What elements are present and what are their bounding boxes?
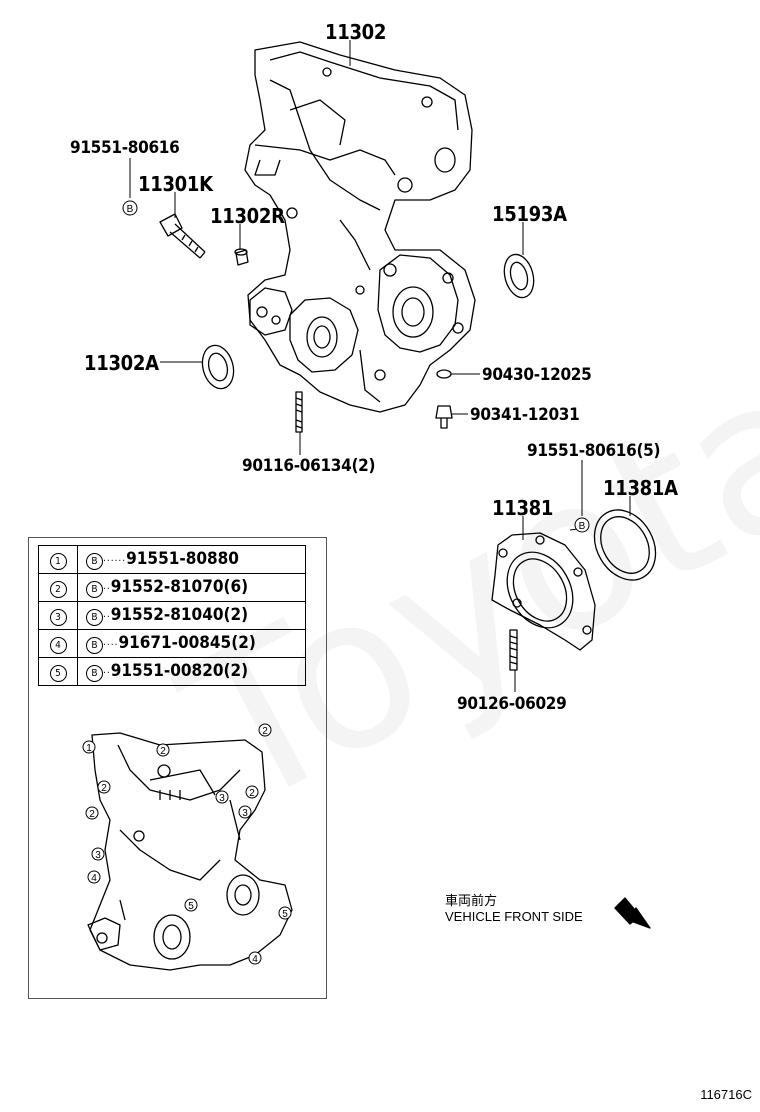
legend-num: 2 [49, 581, 67, 598]
direction-label-jp: 車両前方 [445, 893, 498, 908]
retainer-11381-drawing [491, 532, 596, 651]
callout-3b: 3 [242, 808, 248, 819]
legend-row: 5 B··91551-00820(2) [38, 657, 306, 686]
label-11302r[interactable]: 11302R [210, 204, 285, 228]
legend-part[interactable]: 91671-00845(2) [118, 633, 256, 653]
callout-2c: 2 [101, 783, 107, 794]
oil-seal-15193a-drawing [503, 253, 535, 299]
callout-2a: 2 [160, 746, 166, 757]
callout-1: 1 [86, 743, 92, 754]
drain-plug-drawing [435, 405, 453, 429]
legend-num: 3 [49, 609, 67, 626]
plug-11302r-drawing [235, 249, 249, 266]
callout-3a: 3 [219, 793, 225, 804]
legend-part[interactable]: 91552-81070(6) [110, 577, 249, 597]
rear-seal-11381a-drawing [593, 509, 657, 581]
bolt-11301k-drawing [159, 213, 183, 237]
legend-part[interactable]: 91551-80880 [126, 549, 239, 569]
callout-2b: 2 [262, 726, 268, 737]
legend-row: 3 B··91552-81040(2) [38, 601, 306, 630]
stud-front-drawing [295, 391, 303, 433]
oil-seal-11302a-drawing [201, 344, 235, 390]
label-90116-06134[interactable]: 90116-06134(2) [242, 456, 376, 476]
label-11381[interactable]: 11381 [492, 496, 554, 520]
timing-cover-drawing [244, 41, 476, 413]
label-91551-80616-5[interactable]: 91551-80616(5) [527, 441, 661, 461]
inset-frame [28, 537, 327, 999]
direction-label-en: VEHICLE FRONT SIDE [445, 909, 583, 924]
callout-5a: 5 [188, 901, 194, 912]
bolt-symbol-retainer: B [579, 521, 586, 532]
legend-part[interactable]: 91551-00820(2) [110, 661, 249, 681]
legend-num: 1 [49, 553, 67, 570]
gasket-drawing [436, 369, 452, 379]
callout-4a: 4 [91, 873, 97, 884]
legend-sym: B [86, 553, 103, 570]
label-11301k[interactable]: 11301K [138, 172, 213, 196]
legend-row: 1 B······91551-80880 [38, 545, 306, 574]
callout-2e: 2 [249, 788, 255, 799]
inset-cover-drawing [89, 732, 293, 971]
legend-sym: B [86, 581, 103, 598]
label-11381a[interactable]: 11381A [603, 476, 678, 500]
legend-sym: B [86, 665, 103, 682]
legend-row: 2 B··91552-81070(6) [38, 573, 306, 602]
label-90430-12025[interactable]: 90430-12025 [482, 365, 592, 385]
label-90126-06029[interactable]: 90126-06029 [457, 694, 567, 714]
label-90341-12031[interactable]: 90341-12031 [470, 405, 580, 425]
legend-part[interactable]: 91552-81040(2) [110, 605, 249, 625]
label-15193a[interactable]: 15193A [492, 202, 567, 226]
label-11302[interactable]: 11302 [325, 20, 387, 44]
label-11302a[interactable]: 11302A [84, 351, 159, 375]
callout-2d: 2 [89, 809, 95, 820]
legend-num: 5 [49, 665, 67, 682]
label-91551-80616[interactable]: 91551-80616 [70, 138, 180, 158]
legend-num: 4 [49, 637, 67, 654]
legend-sym: B [86, 637, 103, 654]
callout-4b: 4 [252, 954, 258, 965]
figure-code: 116716C [700, 1087, 752, 1102]
bolt-symbol-main: B [127, 204, 134, 215]
bolt-legend-table: 1 B······91551-80880 2 B··91552-81070(6)… [38, 545, 306, 686]
legend-row: 4 B····91671-00845(2) [38, 629, 306, 658]
callout-3c: 3 [95, 850, 101, 861]
legend-sym: B [86, 609, 103, 626]
callout-5b: 5 [282, 909, 288, 920]
